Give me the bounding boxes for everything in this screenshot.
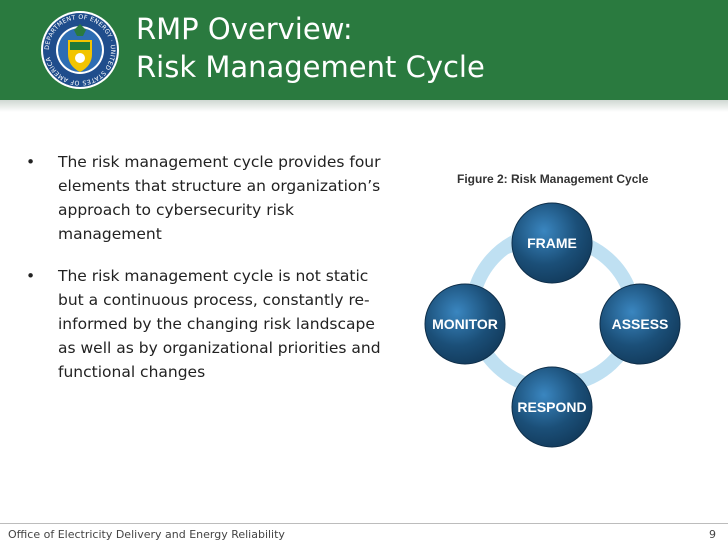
node-frame: FRAME (511, 202, 593, 284)
node-label: MONITOR (432, 316, 498, 332)
node-label: FRAME (527, 235, 577, 251)
node-label: RESPOND (517, 399, 586, 415)
slide-header: DEPARTMENT OF ENERGY · UNITED STATES OF … (0, 0, 728, 100)
bullet-item: • The risk management cycle is not stati… (26, 264, 396, 384)
node-monitor: MONITOR (424, 283, 506, 365)
bullet-symbol: • (26, 153, 36, 171)
figure-caption: Figure 2: Risk Management Cycle (457, 172, 649, 186)
header-shadow (0, 100, 728, 112)
bullet-item: • The risk management cycle provides fou… (26, 150, 396, 246)
footer-divider (0, 523, 728, 524)
page-number: 9 (709, 528, 716, 541)
title-line-1: RMP Overview: (136, 12, 353, 46)
bullet-symbol: • (26, 267, 36, 285)
bullet-text: The risk management cycle is not static … (58, 267, 381, 381)
doe-seal-icon: DEPARTMENT OF ENERGY · UNITED STATES OF … (41, 11, 119, 89)
bullet-list: • The risk management cycle provides fou… (26, 150, 396, 402)
title-line-2: Risk Management Cycle (136, 50, 485, 84)
node-respond: RESPOND (511, 366, 593, 448)
node-assess: ASSESS (599, 283, 681, 365)
footer-organization: Office of Electricity Delivery and Energ… (8, 528, 285, 541)
risk-management-cycle-diagram: Figure 2: Risk Management Cycle FRAME AS… (424, 172, 681, 448)
bullet-text: The risk management cycle provides four … (58, 153, 381, 243)
node-label: ASSESS (612, 316, 669, 332)
slide-title: RMP Overview: Risk Management Cycle (136, 10, 485, 86)
